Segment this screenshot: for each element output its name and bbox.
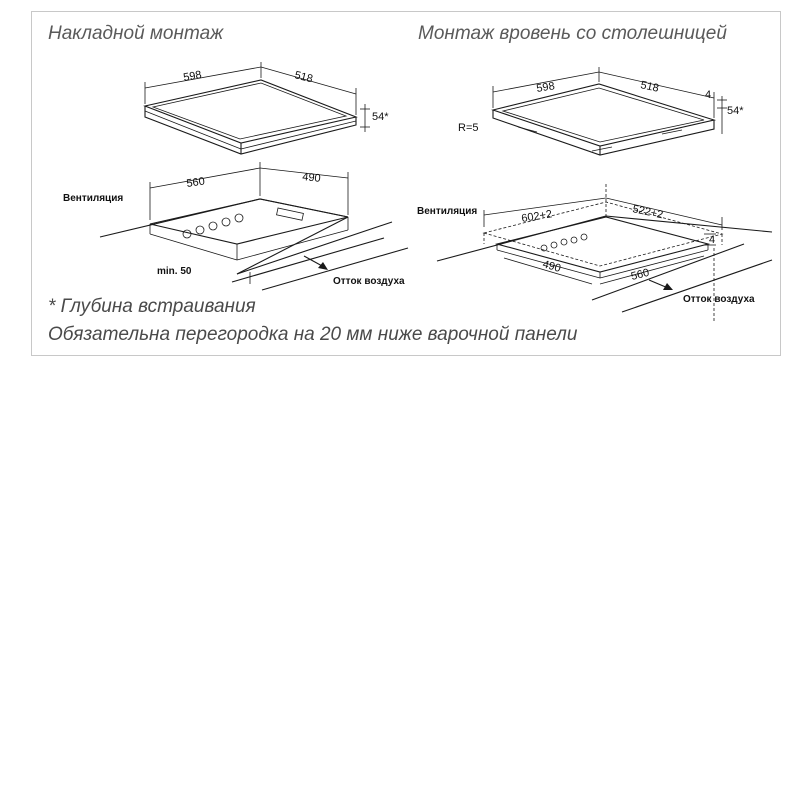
dim-flush-hob-width: 598 xyxy=(536,80,556,95)
dim-flush-cutout-depth: 490 xyxy=(541,258,562,275)
dim-flush-cutout-width: 560 xyxy=(630,267,651,283)
surface-mount-cutout xyxy=(99,198,409,291)
title-flush-mount: Монтаж вровень со столешницей xyxy=(418,23,727,44)
dim-flush-hob-height: 54* xyxy=(727,105,744,117)
surface-mount-hob-dimensions: 598 518 54* xyxy=(144,62,389,132)
label-air-outflow-surface: Отток воздуха xyxy=(333,276,405,287)
flush-mount-hob xyxy=(491,83,717,156)
label-air-outflow-flush: Отток воздуха xyxy=(683,294,755,305)
note-partition: Обязательна перегородка на 20 мм ниже ва… xyxy=(48,324,578,345)
airflow-arrow-surface xyxy=(303,255,328,270)
dim-recess-width: 602+2 xyxy=(521,208,553,225)
dim-cutout-width: 560 xyxy=(186,176,206,190)
title-surface-mount: Накладной монтаж xyxy=(48,23,224,44)
dim-recess-height: 4 xyxy=(709,234,715,246)
dim-flush-step: 4 xyxy=(705,89,711,101)
dim-hob-height: 54* xyxy=(372,111,389,123)
label-ventilation-flush: Вентиляция xyxy=(417,206,477,217)
label-ventilation-surface: Вентиляция xyxy=(63,193,123,204)
dim-hob-depth: 518 xyxy=(293,69,314,85)
airflow-arrow-flush xyxy=(648,279,673,290)
dim-cutout-depth: 490 xyxy=(302,171,322,185)
surface-mount-hob xyxy=(143,79,358,155)
label-min-distance: min. 50 xyxy=(157,266,192,277)
label-radius: R=5 xyxy=(458,122,479,134)
note-installation-depth: * Глубина встраивания xyxy=(48,296,256,317)
flush-mount-hob-dimensions: 598 518 4 54* R=5 xyxy=(458,67,744,134)
flush-mount-recess xyxy=(436,184,773,322)
flush-mount-recess-dimensions: 602+2 522+2 4 490 560 xyxy=(483,197,723,285)
dim-flush-hob-depth: 518 xyxy=(639,79,659,95)
surface-mount-cutout-dimensions: 560 490 xyxy=(149,162,349,220)
installation-diagram: Накладной монтаж Монтаж вровень со столе… xyxy=(31,11,781,356)
dim-hob-width: 598 xyxy=(182,69,202,84)
installation-drawing: Накладной монтаж Монтаж вровень со столе… xyxy=(48,23,773,345)
